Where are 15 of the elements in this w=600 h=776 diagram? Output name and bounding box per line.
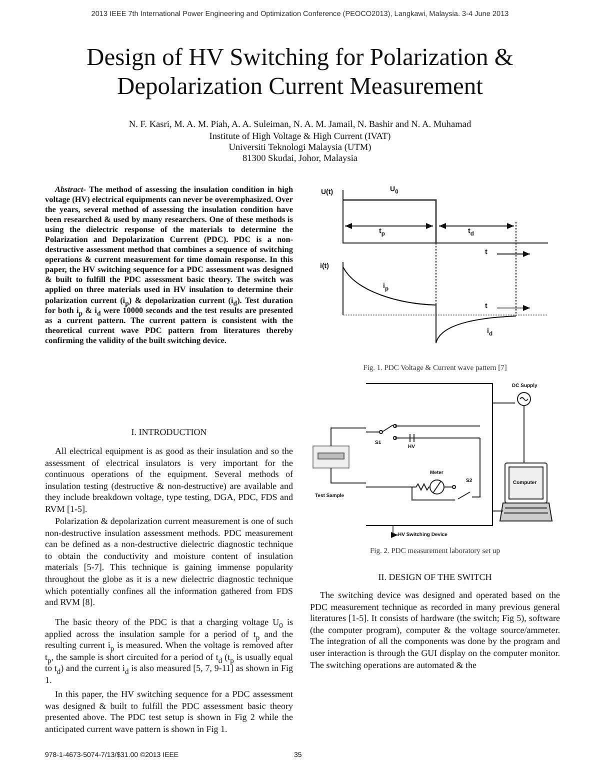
body-paragraph: Polarization & depolarization current measurement is one of such non-destructive insulation assessment methods. PDC measurement can be defined as a non-destructive dielectric diagnostic technique to obtain the conductivity and moisture content of insulation materials [5-7]. This technique is gaining immense popularity throughout the globe as it is a new dielectric diagnostic technique which potentially confines all the information gathered from FDS and RVM [8]. xyxy=(45,516,293,609)
paper-title: Design of HV Switching for Polarization & Depolarization Current Measurement xyxy=(86,43,514,101)
abstract-paragraph: Abstract- The method of assessing the insulation condition in high voltage (HV) electrical equipments can never be overemphasized. Over the years, several method of assessing the insulation condition have been researched & used by many researchers. One of these methods is using the dielectric response of the materials to determine the Polarization and Depolarization Current (PDC). PDC is a non-destructive assessment method that combines a sequence of switching operations & current measurement for time domain response. In this paper, the HV switching sequence for a PDC assessment was designed & built to fulfill the PDC assessment basic theory. The switch was applied on three materials used in HV insulation to determine their polarization current (i$_{p}$) & depolarization current (i$_{d}$). Test duration for both i$_{p}$ & i$_{d}$ were 10000 seconds and the test results are presented as a current pattern. The current pattern is consistent with the theoretical current wave PDC pattern from literatures thereby confirming the validity of the built switching device. xyxy=(45,185,293,346)
leader-arrow xyxy=(391,526,398,538)
body-paragraph: All electrical equipment is as good as their insulation and so the assessment of electrical insulators is very important for the continuous operations of the equipment. Several methods of insulation testing (destructive & non-destructive) are available and they include breakdown voltage, type testing, DGA, PDC, FDS and RVM [1-5]. xyxy=(45,446,293,516)
affiliation-line: Universiti Teknologi Malaysia (UTM) xyxy=(228,143,372,153)
affiliation-line: 81300 Skudai, Johor, Malaysia xyxy=(241,154,359,164)
section-heading: II. DESIGN OF THE SWITCH xyxy=(377,572,493,582)
body-paragraph: In this paper, the HV switching sequence for a PDC assessment was designed & built to fulfill the PDC assessment basic theory presented above. The PDC test setup is shown in Fig 2 while the anticipated current wave pattern is shown in Fig 1. xyxy=(45,689,293,736)
affiliation-line: Institute of High Voltage & High Current (IVAT) xyxy=(208,132,392,142)
body-paragraph: The switching device was designed and operated based on the PDC measurement technique as recorded in many previous general literatures [1-5]. It consists of hardware (the switch; Fig 5), software (the computer program), computer & the voltage source/ammeter. The integration of all the components was done by the program and user interaction is through the GUI display on the computer monitor. The switching operations are automated & the xyxy=(310,590,560,672)
body-paragraph: The basic theory of the PDC is that a charging voltage U$_{0}$ is applied across the insulation sample for a period of t$_{p}$ and the resulting current i$_{p}$ is measured. When the voltage is removed after t$_{p}$, the sample is short circuited for a period of t$_{d}$ (t$_{p}$ is usually equal to t$_{d}$) and the current i$_{d}$ is also measured [5, 7, 9-11] as shown in Fig 1. xyxy=(45,617,293,687)
section-heading: I. INTRODUCTION xyxy=(130,427,208,437)
switch-enclosure xyxy=(366,383,493,526)
author-list: N. F. Kasri, M. A. M. Piah, A. A. Suleiman, N. A. M. Jamail, N. Bashir and N. A. Muhamad xyxy=(0,120,600,130)
